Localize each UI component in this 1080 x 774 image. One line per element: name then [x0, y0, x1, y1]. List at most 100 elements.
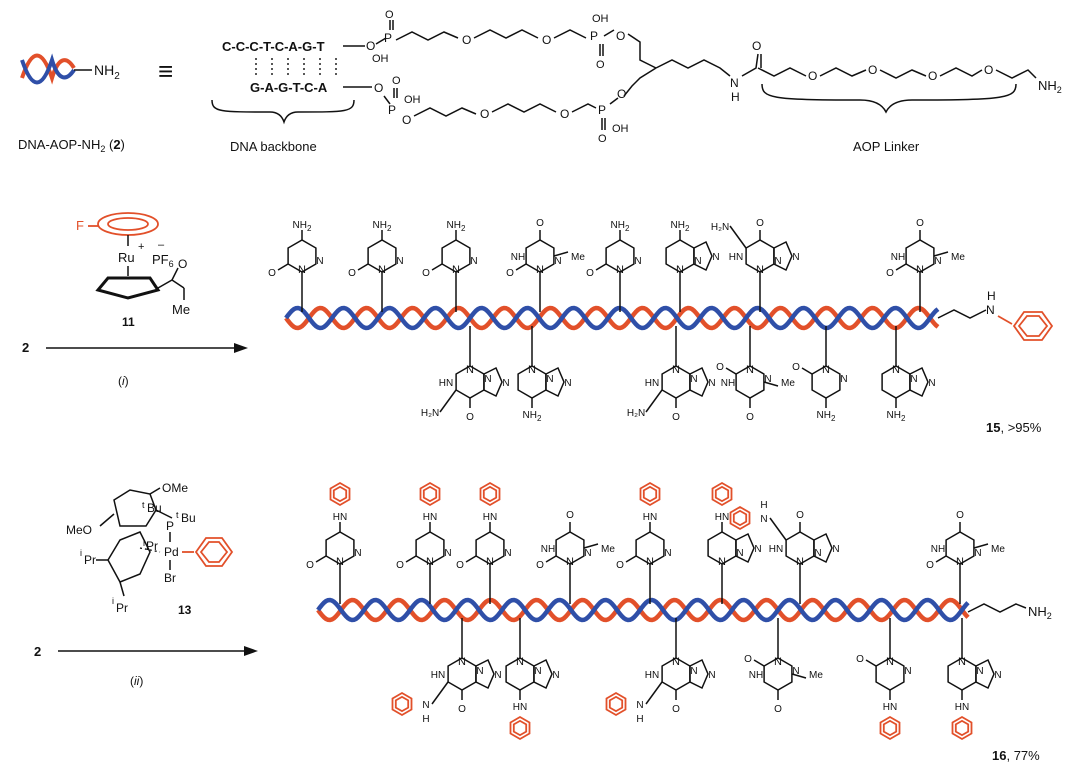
svg-text:O: O: [672, 704, 680, 715]
svg-text:i: i: [80, 548, 82, 558]
svg-text:N: N: [584, 548, 591, 559]
svg-text:O: O: [756, 218, 764, 229]
svg-text:H: H: [636, 714, 643, 725]
arylation-phenyl-icon: [419, 481, 441, 507]
svg-text:N: N: [792, 252, 799, 263]
product-16-nh2: NH2: [1028, 604, 1052, 621]
svg-text:N: N: [958, 656, 966, 668]
svg-text:O: O: [808, 69, 817, 83]
svg-text:HN: HN: [423, 512, 437, 523]
svg-text:N: N: [708, 378, 715, 389]
svg-text:O: O: [466, 412, 474, 423]
svg-text:N: N: [516, 656, 524, 668]
svg-text:HN: HN: [333, 512, 347, 523]
product-15-helix: [284, 305, 940, 331]
svg-text:HN: HN: [439, 378, 453, 389]
svg-text:N: N: [736, 548, 743, 559]
svg-text:N: N: [690, 374, 697, 385]
svg-text:O: O: [348, 268, 356, 279]
svg-text:P: P: [598, 103, 606, 117]
arylation-phenyl-icon: [329, 481, 351, 507]
svg-text:Me: Me: [601, 544, 615, 555]
svg-text:O: O: [402, 113, 411, 127]
svg-text:P: P: [590, 29, 598, 43]
svg-text:NH: NH: [891, 252, 905, 263]
pf6-label: PF6: [152, 252, 174, 269]
svg-text:Me: Me: [991, 544, 1005, 555]
row2-condition: (ii): [130, 674, 143, 688]
svg-text:O: O: [506, 268, 514, 279]
svg-text:O: O: [956, 510, 964, 521]
svg-text:O: O: [536, 218, 544, 229]
upper-phosphate-chain: O P O OH O O P OH O O: [343, 9, 625, 71]
compound-label-2: DNA-AOP-NH2 (2): [18, 137, 125, 154]
svg-text:O: O: [458, 704, 466, 715]
arylation-phenyl-icon: [729, 505, 751, 531]
svg-text:NH2: NH2: [523, 410, 542, 423]
svg-text:O: O: [392, 75, 401, 87]
svg-text:HN: HN: [729, 252, 743, 263]
svg-text:N: N: [546, 374, 553, 385]
aop-linker-brace: [761, 83, 1017, 114]
svg-text:O: O: [868, 63, 877, 77]
svg-text:N: N: [832, 544, 839, 555]
product-15-label: 15, >95%: [986, 420, 1042, 435]
svg-text:N: N: [646, 556, 654, 568]
svg-text:N: N: [494, 670, 501, 681]
svg-text:N: N: [708, 670, 715, 681]
row1-start-compound: 2: [22, 340, 29, 355]
svg-text:O: O: [856, 654, 864, 665]
svg-text:N: N: [378, 264, 386, 276]
svg-text:H: H: [422, 714, 429, 725]
svg-text:NH: NH: [931, 544, 945, 555]
svg-text:O: O: [916, 218, 924, 229]
svg-text:O: O: [560, 107, 569, 121]
arylation-phenyl-icon: [391, 691, 413, 717]
product-16-label: 16, 77%: [992, 748, 1040, 763]
svg-text:N: N: [502, 378, 509, 389]
svg-text:N: N: [892, 364, 900, 376]
svg-text:N: N: [552, 670, 559, 681]
svg-text:NH2: NH2: [817, 410, 836, 423]
svg-text:N: N: [566, 556, 574, 568]
triisopropylphenyl-ring: [107, 531, 151, 583]
svg-text:P: P: [388, 103, 396, 117]
svg-text:MeO: MeO: [66, 523, 92, 537]
svg-text:NH: NH: [749, 670, 763, 681]
svg-text:HN: HN: [645, 378, 659, 389]
svg-text:OH: OH: [612, 123, 629, 135]
row1-condition: (i): [118, 374, 129, 388]
svg-text:HN: HN: [769, 544, 783, 555]
svg-text:N: N: [974, 548, 981, 559]
aop-linker-label: AOP Linker: [853, 139, 920, 154]
product-16-helix: [316, 597, 970, 623]
reagent-13: OMe MeO t Bu t Bu P i Pr Pd Br i Pr i Pr…: [66, 481, 234, 617]
svg-text:N: N: [672, 364, 680, 376]
svg-text:N: N: [886, 656, 894, 668]
svg-text:N: N: [910, 374, 917, 385]
svg-text:OH: OH: [404, 94, 421, 106]
arylation-phenyl-icon: [711, 481, 733, 507]
svg-text:N: N: [426, 556, 434, 568]
svg-text:N: N: [554, 256, 561, 267]
svg-text:i: i: [143, 538, 145, 548]
svg-text:Me: Me: [172, 302, 190, 317]
svg-text:N: N: [316, 256, 323, 267]
svg-text:HN: HN: [715, 512, 729, 523]
svg-text:O: O: [422, 268, 430, 279]
svg-text:NH2: NH2: [293, 220, 312, 233]
svg-text:N: N: [470, 256, 477, 267]
svg-text:Bu: Bu: [181, 511, 196, 525]
svg-text:O: O: [744, 654, 752, 665]
svg-text:Me: Me: [951, 252, 965, 263]
svg-text:O: O: [456, 560, 464, 571]
svg-text:N: N: [476, 666, 483, 677]
dna-strand-2: G-A-G-T-C-A: [250, 80, 328, 95]
